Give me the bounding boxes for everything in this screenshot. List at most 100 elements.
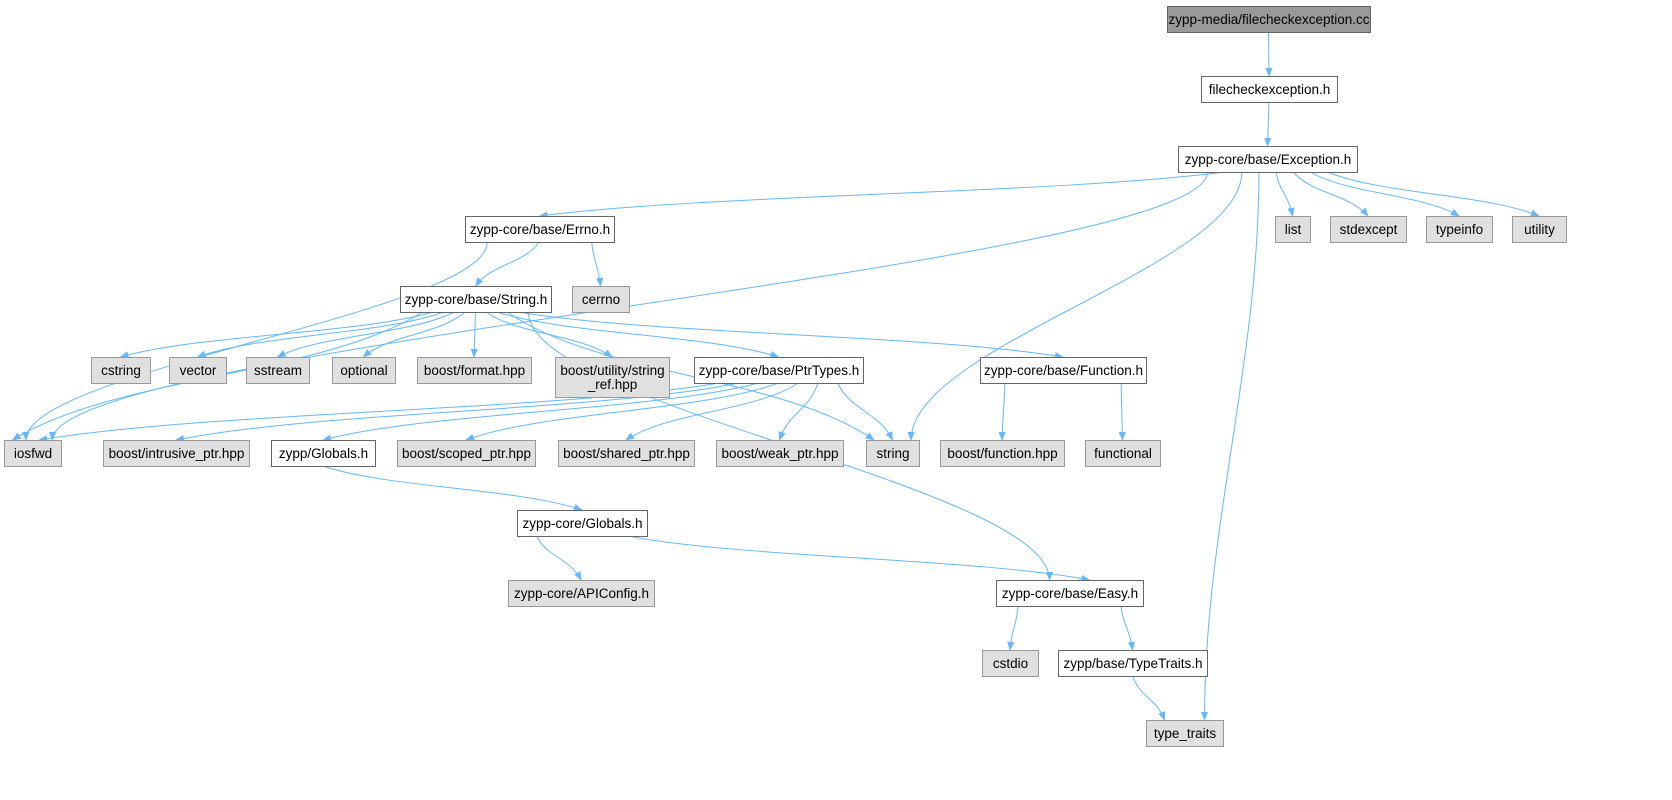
node-label: boost/function.hpp — [947, 446, 1057, 461]
node-box — [397, 440, 536, 467]
edge-n17-to-n25 — [998, 382, 1006, 441]
node-label: utility — [1524, 222, 1555, 237]
edge-n2-to-n32 — [1200, 171, 1260, 721]
node-label: filecheckexception.h — [1209, 82, 1331, 97]
node-label: zypp/Globals.h — [279, 446, 368, 461]
node-label: stdexcept — [1340, 222, 1398, 237]
node-box — [1330, 216, 1407, 243]
edge-n29-to-n30 — [1007, 605, 1019, 651]
node-sstream[interactable]: sstream — [246, 357, 310, 384]
node-label: vector — [180, 363, 217, 378]
node-label: boost/weak_ptr.hpp — [721, 446, 838, 461]
node-label: optional — [340, 363, 387, 378]
node-box — [996, 580, 1144, 607]
node-zypp-core-base-easy-h[interactable]: zypp-core/base/Easy.h — [996, 580, 1144, 607]
edge-n8-to-n16 — [496, 311, 780, 358]
node-zypp-core-base-function-h[interactable]: zypp-core/base/Function.h — [980, 357, 1147, 384]
node-stdexcept[interactable]: stdexcept — [1330, 216, 1407, 243]
edge-n1-to-n2 — [1264, 101, 1272, 147]
edge-n8-to-n11 — [196, 311, 444, 358]
node-box — [1426, 216, 1493, 243]
node-cerrno[interactable]: cerrno — [572, 286, 630, 313]
node-boost-format-hpp[interactable]: boost/format.hpp — [417, 357, 532, 384]
edge-n27-to-n29 — [627, 535, 1091, 583]
edge-n16-to-n21 — [465, 382, 779, 441]
node-zypp-core-base-errno-h[interactable]: zypp-core/base/Errno.h — [465, 216, 615, 243]
node-typeinfo[interactable]: typeinfo — [1426, 216, 1493, 243]
edge-n8-to-n17 — [517, 311, 1064, 360]
node-zypp-core-apiconfig-h[interactable]: zypp-core/APIConfig.h — [508, 580, 655, 607]
node-boost-shared-ptr-hpp[interactable]: boost/shared_ptr.hpp — [558, 440, 695, 467]
edge-n8-to-n10 — [119, 311, 434, 359]
node-label: cstring — [101, 363, 141, 378]
edge-n3-to-n18 — [22, 241, 488, 441]
edge-n2-to-n7 — [1327, 171, 1540, 217]
edge-n16-to-n23 — [778, 382, 819, 441]
node-box — [91, 357, 151, 384]
node-label: zypp-core/base/Exception.h — [1185, 152, 1352, 167]
node-box — [508, 580, 655, 607]
node-zypp-base-typetraits-h[interactable]: zypp/base/TypeTraits.h — [1058, 650, 1208, 677]
node-string[interactable]: string — [866, 440, 920, 467]
node-label: zypp-core/base/Easy.h — [1002, 586, 1138, 601]
edge-n3-to-n8 — [474, 241, 540, 287]
node-box — [400, 286, 552, 313]
edge-n16-to-n20 — [322, 382, 759, 442]
node-label: zypp/base/TypeTraits.h — [1063, 656, 1202, 671]
node-zypp-core-base-ptrtypes-h[interactable]: zypp-core/base/PtrTypes.h — [694, 357, 864, 384]
node-label: list — [1285, 222, 1302, 237]
edge-n17-to-n26 — [1118, 382, 1126, 441]
node-boost-utility-string-ref-hpp[interactable]: boost/utility/string_ref.hpp — [555, 357, 670, 398]
node-box — [246, 357, 310, 384]
node-zypp-core-globals-h[interactable]: zypp-core/Globals.h — [517, 510, 648, 537]
edge-n2-to-n24 — [907, 171, 1243, 441]
node-type-traits[interactable]: type_traits — [1146, 720, 1224, 747]
edge-n16-to-n24 — [837, 382, 893, 441]
node-optional[interactable]: optional — [332, 357, 396, 384]
node-zypp-globals-h[interactable]: zypp/Globals.h — [271, 440, 376, 467]
node-boost-weak-ptr-hpp[interactable]: boost/weak_ptr.hpp — [716, 440, 844, 467]
node-zypp-core-base-exception-h[interactable]: zypp-core/base/Exception.h — [1178, 146, 1358, 173]
node-boost-intrusive-ptr-hpp[interactable]: boost/intrusive_ptr.hpp — [103, 440, 250, 467]
node-box — [417, 357, 532, 384]
node-box — [271, 440, 376, 467]
node-label: _ref.hpp — [587, 377, 638, 392]
edge-n3-to-n9 — [591, 241, 604, 287]
node-label: zypp-core/base/String.h — [405, 292, 548, 307]
node-zypp-core-base-string-h[interactable]: zypp-core/base/String.h — [400, 286, 552, 313]
node-layer: zypp-media/filecheckexception.cc filechec… — [4, 6, 1567, 747]
node-label: boost/utility/string — [560, 363, 664, 378]
node-boost-scoped-ptr-hpp[interactable]: boost/scoped_ptr.hpp — [397, 440, 536, 467]
node-filecheckexception-h[interactable]: filecheckexception.h — [1201, 76, 1338, 103]
node-box — [1058, 650, 1208, 677]
node-box — [694, 357, 864, 384]
node-box — [716, 440, 844, 467]
node-vector[interactable]: vector — [169, 357, 227, 384]
node-box — [1146, 720, 1224, 747]
node-cstdio[interactable]: cstdio — [982, 650, 1039, 677]
node-functional[interactable]: functional — [1085, 440, 1161, 467]
node-zypp-media-filecheckexception-cc[interactable]: zypp-media/filecheckexception.cc — [1167, 6, 1371, 33]
edge-n16-to-n22 — [625, 382, 799, 441]
edge-n16-to-n19 — [175, 382, 740, 442]
node-label: boost/intrusive_ptr.hpp — [109, 446, 245, 461]
node-box — [169, 357, 227, 384]
edge-n8-to-n14 — [470, 311, 478, 358]
node-label: string — [876, 446, 909, 461]
node-box — [866, 440, 920, 467]
node-iosfwd[interactable]: iosfwd — [4, 440, 62, 467]
node-cstring[interactable]: cstring — [91, 357, 151, 384]
node-box — [103, 440, 250, 467]
edge-n2-to-n3 — [538, 171, 1225, 219]
edge-n2-to-n5 — [1292, 171, 1369, 217]
node-boost-function-hpp[interactable]: boost/function.hpp — [940, 440, 1065, 467]
edge-n27-to-n28 — [536, 535, 582, 581]
node-label: cstdio — [993, 656, 1028, 671]
node-utility[interactable]: utility — [1512, 216, 1567, 243]
node-label: zypp-core/base/PtrTypes.h — [699, 363, 860, 378]
node-list[interactable]: list — [1275, 216, 1311, 243]
edge-n8-to-n24 — [506, 311, 875, 441]
edge-n31-to-n32 — [1132, 675, 1166, 721]
